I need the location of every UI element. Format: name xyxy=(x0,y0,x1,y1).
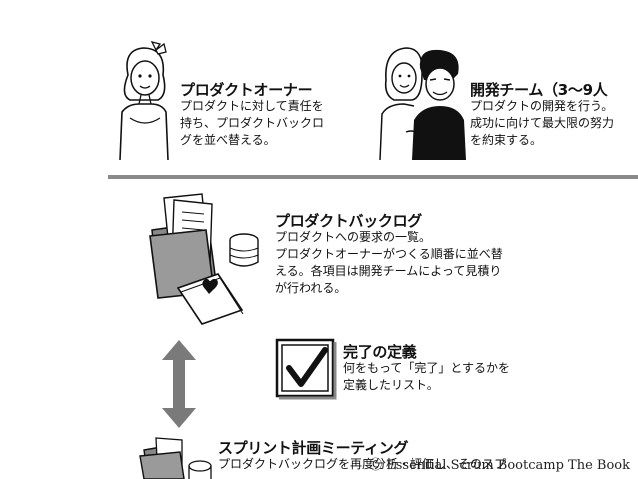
definition-of-done-title: 完了の定義 xyxy=(343,343,417,361)
product-owner-illustration xyxy=(119,41,169,161)
copyright-watermark: Ⓒ Essential Scrum Bootcamp The Book xyxy=(369,458,630,473)
sprint-planning-title: スプリント計画ミーティング xyxy=(218,439,409,457)
definition-of-done-description: 何をもって「完了」とするかを 定義したリスト。 xyxy=(343,360,510,394)
dev-team-description: プロダクトの開発を行う。 成功に向けて最大限の努力 を約束する。 xyxy=(470,98,614,149)
product-owner-description: プロダクトに対して責任を 持ち、プロダクトバックロ グを並べ替える。 xyxy=(180,98,324,149)
definition-of-done-line: 定義したリスト。 xyxy=(343,378,439,392)
backlog-line: が行われる。 xyxy=(275,281,347,295)
backlog-description: プロダクトへの要求の一覧。 プロダクトオーナーがつくる順番に並べ替 える。各項目… xyxy=(275,229,503,297)
sprint-planning-description: プロダクトバックログを再度分析・評価し、そのスプ xyxy=(218,456,506,473)
dev-team-line: 成功に向けて最大限の努力 xyxy=(470,116,615,130)
definition-of-done-line: 何をもって「完了」とするかを xyxy=(343,361,511,375)
dev-team-line: を約束する。 xyxy=(470,133,543,147)
backlog-illustration xyxy=(149,193,259,325)
sprint-planning-line: プロダクトバックログを再度分析・評価し、そのスプ xyxy=(218,457,507,471)
dev-team-title: 開発チーム（3〜9人 xyxy=(470,81,608,99)
double-arrow-icon xyxy=(162,340,196,428)
backlog-title: プロダクトバックログ xyxy=(275,212,423,230)
sprint-planning-illustration xyxy=(139,437,212,479)
section-divider xyxy=(108,175,638,179)
backlog-line: プロダクトへの要求の一覧。 xyxy=(275,230,432,244)
product-owner-line: グを並べ替える。 xyxy=(180,133,276,147)
product-owner-line: プロダクトに対して責任を xyxy=(180,99,324,113)
backlog-line: える。各項目は開発チームによって見積り xyxy=(275,264,502,278)
checkbox-icon xyxy=(275,338,337,400)
product-owner-line: 持ち、プロダクトバックロ xyxy=(180,116,325,130)
backlog-line: プロダクトオーナーがつくる順番に並べ替 xyxy=(275,247,503,261)
dev-team-line: プロダクトの開発を行う。 xyxy=(470,99,614,113)
dev-team-illustration xyxy=(379,47,466,161)
product-owner-title: プロダクトオーナー xyxy=(180,81,313,99)
